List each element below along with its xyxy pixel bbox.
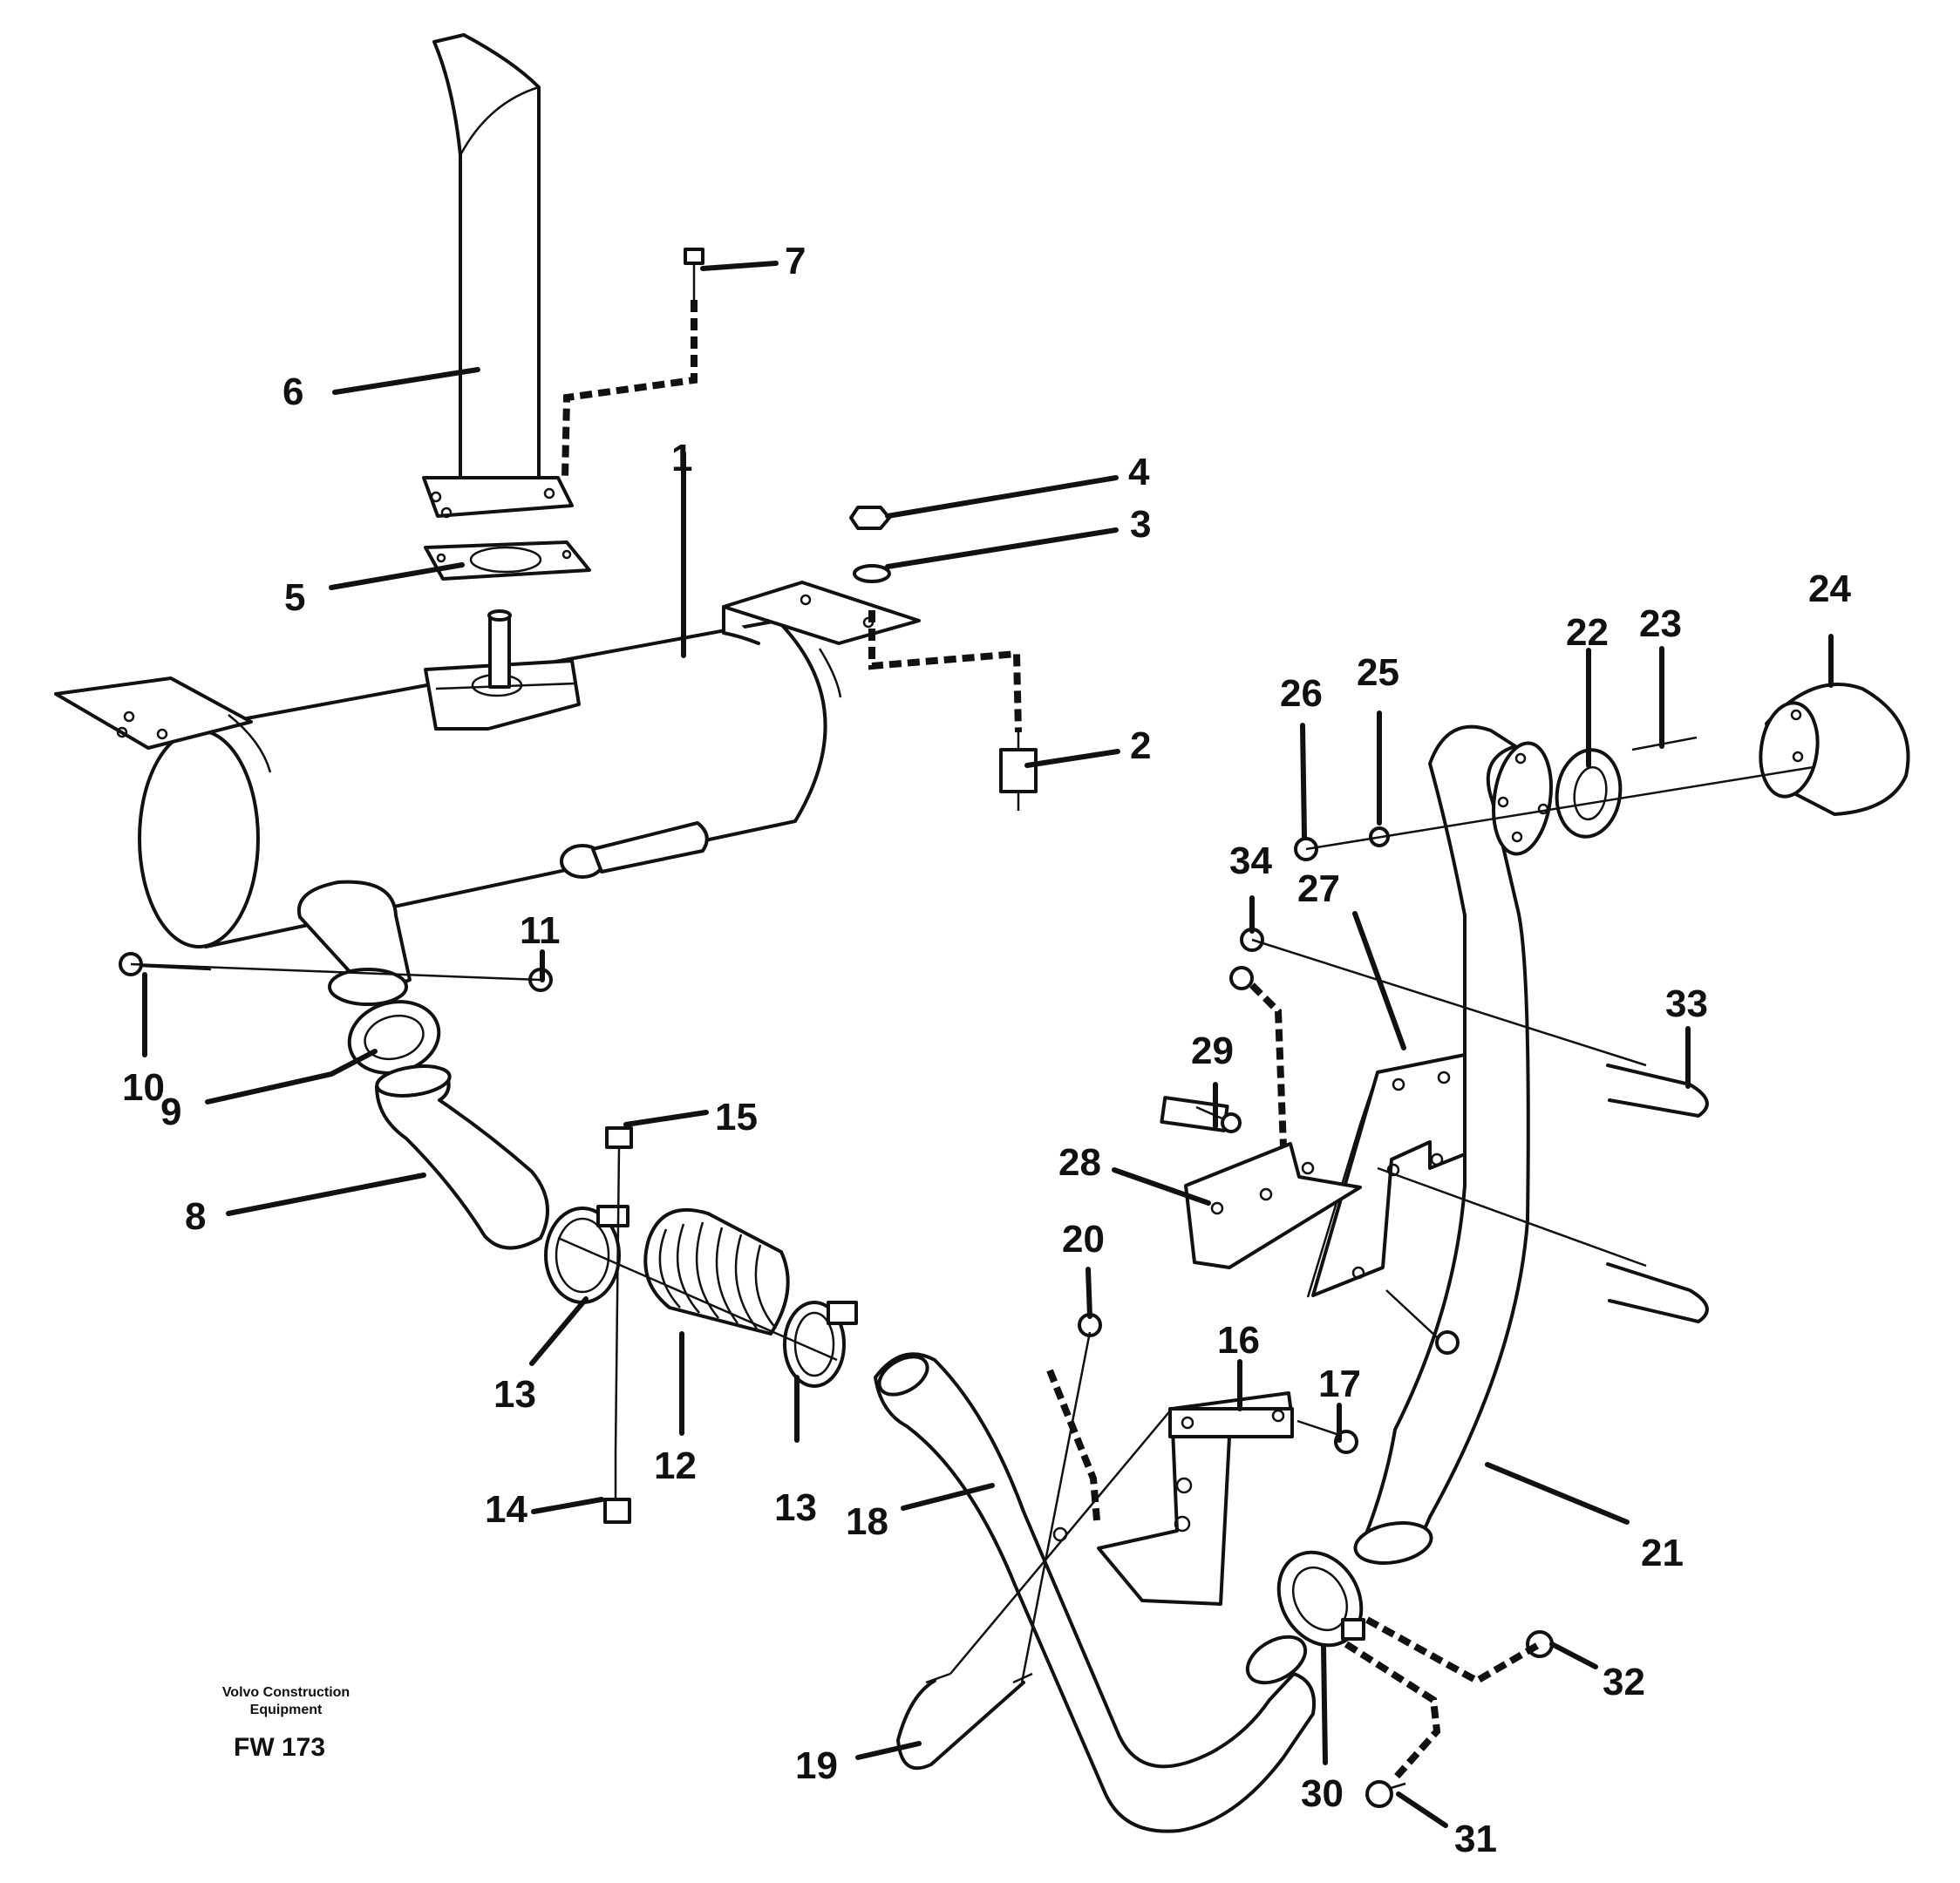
callout-10: 10 <box>122 1066 165 1109</box>
callout-30: 30 <box>1301 1772 1344 1815</box>
bend-pipe <box>375 1064 549 1250</box>
callout-16: 16 <box>1217 1319 1260 1362</box>
callout-14: 14 <box>485 1488 527 1531</box>
brand-line-2: Equipment <box>250 1703 323 1717</box>
callout-18: 18 <box>846 1500 888 1543</box>
callout-25: 25 <box>1357 651 1399 694</box>
callout-7: 7 <box>785 240 806 282</box>
u-bolt-33-lower <box>1606 1262 1709 1323</box>
muffler <box>54 581 921 948</box>
callout-23: 23 <box>1639 602 1682 645</box>
callout-32: 32 <box>1603 1661 1645 1703</box>
callout-5: 5 <box>284 576 305 619</box>
assembly-axis-lines <box>130 765 1814 1683</box>
outlet-nozzle <box>296 880 412 1006</box>
end-cap <box>1759 683 1910 816</box>
callout-20: 20 <box>1062 1218 1105 1261</box>
callout-3: 3 <box>1130 503 1151 546</box>
callout-2: 2 <box>1130 724 1151 767</box>
callout-33: 33 <box>1665 982 1708 1025</box>
callout-1: 1 <box>671 437 692 479</box>
hose-clamp-left <box>544 1205 630 1304</box>
callout-29: 29 <box>1191 1030 1234 1072</box>
brand-block: Volvo Construction Equipment FW 173 <box>222 1685 350 1762</box>
callout-34: 34 <box>1229 840 1272 882</box>
exhaust-pipe <box>874 1352 1316 1833</box>
hidden-lines <box>561 300 1542 1781</box>
callout-17: 17 <box>1318 1363 1361 1405</box>
callout-24: 24 <box>1808 568 1851 610</box>
callout-11: 11 <box>520 909 561 952</box>
callout-15: 15 <box>715 1096 758 1139</box>
hose-clamp-right <box>783 1301 858 1388</box>
callout-31: 31 <box>1454 1818 1497 1860</box>
callout-21: 21 <box>1641 1532 1684 1574</box>
callout-12: 12 <box>654 1445 697 1487</box>
callout-6: 6 <box>282 370 303 413</box>
flex-bellows <box>643 1207 790 1336</box>
drawing-code: FW 173 <box>234 1733 325 1762</box>
callout-13-left: 13 <box>493 1373 536 1416</box>
callout-27: 27 <box>1297 867 1340 910</box>
tail-pipe <box>422 33 574 519</box>
vertical-pipe <box>1353 724 1530 1565</box>
gasket <box>424 540 591 581</box>
callout-leaders <box>142 261 1834 1828</box>
callout-labels: 1 2 3 4 5 6 7 8 9 10 11 12 13 13 14 15 1… <box>122 240 1851 1860</box>
callout-8: 8 <box>185 1195 206 1238</box>
support-bracket-lower <box>1160 1096 1362 1269</box>
callout-28: 28 <box>1058 1141 1101 1184</box>
callout-4: 4 <box>1128 451 1150 493</box>
u-bolt-33-upper <box>1606 1064 1709 1118</box>
u-bolt-19 <box>896 1672 1033 1771</box>
lower-v-clamp <box>1276 1550 1365 1648</box>
callout-19: 19 <box>795 1744 838 1787</box>
pipe-bracket <box>1052 1391 1294 1606</box>
pipe-flange <box>1492 741 1553 856</box>
brand-line-1: Volvo Construction <box>222 1685 350 1700</box>
callout-9: 9 <box>160 1091 181 1133</box>
callout-13-right: 13 <box>774 1486 817 1529</box>
callout-26: 26 <box>1280 672 1323 715</box>
support-bracket-upper <box>1306 1053 1467 1298</box>
callout-22: 22 <box>1566 611 1609 654</box>
